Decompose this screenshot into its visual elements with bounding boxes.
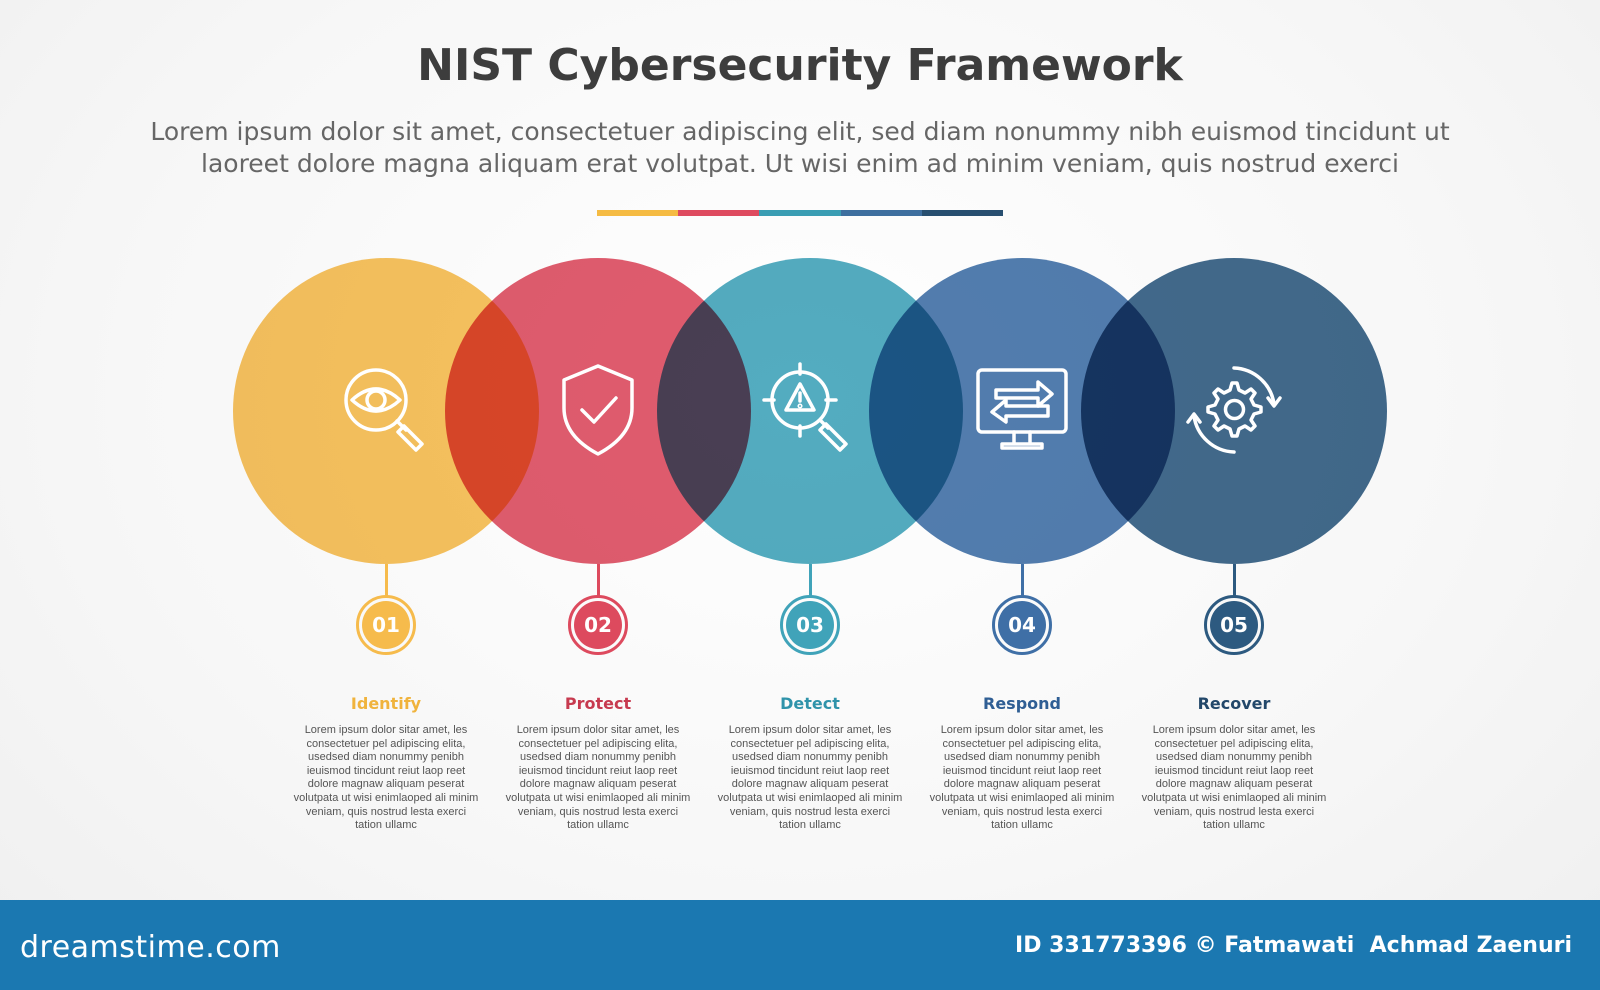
- step-description: Lorem ipsum dolor sitar amet, les consec…: [293, 724, 479, 832]
- eye-magnifier-icon: [336, 360, 436, 460]
- accent-segment: [759, 210, 841, 216]
- step-connector: [808, 564, 812, 598]
- step-number-badge: 05: [1204, 595, 1264, 655]
- badge-ring: [992, 595, 1052, 655]
- step-description: Lorem ipsum dolor sitar amet, les consec…: [929, 724, 1115, 832]
- step-connector: [384, 564, 388, 598]
- step-circle-recover: [1081, 258, 1387, 564]
- accent-segment: [840, 210, 922, 216]
- accent-segment: [921, 210, 1004, 216]
- subtitle-line-1: Lorem ipsum dolor sit amet, consectetuer…: [150, 117, 1450, 146]
- step-connector: [1232, 564, 1236, 598]
- step-number-badge: 02: [568, 595, 628, 655]
- step-number: 02: [574, 601, 622, 649]
- page-subtitle: Lorem ipsum dolor sit amet, consectetuer…: [100, 116, 1500, 180]
- shield-check-icon: [548, 360, 648, 460]
- step-number: 04: [998, 601, 1046, 649]
- page-title: NIST Cybersecurity Framework: [417, 40, 1183, 91]
- footer-brand: dreamstime.com: [20, 930, 281, 965]
- step-connector: [1020, 564, 1024, 598]
- step-label: Identify: [350, 694, 422, 713]
- subtitle-line-2: laoreet dolore magna aliquam erat volutp…: [201, 149, 1399, 178]
- alert-search-icon: [760, 360, 860, 460]
- step-number: 05: [1210, 601, 1258, 649]
- step-number-badge: 04: [992, 595, 1052, 655]
- step-label: Detect: [780, 694, 840, 713]
- step-label: Recover: [1197, 694, 1271, 713]
- step-description: Lorem ipsum dolor sitar amet, les consec…: [1141, 724, 1327, 832]
- accent-segment: [597, 210, 679, 216]
- footer-bar: dreamstime.com ID 331773396 © Fatmawati …: [0, 900, 1600, 990]
- step-label: Protect: [564, 694, 632, 713]
- accent-segment: [678, 210, 760, 216]
- step-label: Respond: [983, 694, 1061, 713]
- badge-ring: [780, 595, 840, 655]
- step-description: Lorem ipsum dolor sitar amet, les consec…: [717, 724, 903, 832]
- badge-ring: [1204, 595, 1264, 655]
- step-number-badge: 01: [356, 595, 416, 655]
- accent-divider: [597, 210, 1004, 216]
- step-number: 03: [786, 601, 834, 649]
- step-number-badge: 03: [780, 595, 840, 655]
- step-number: 01: [362, 601, 410, 649]
- badge-ring: [568, 595, 628, 655]
- footer-credit: ID 331773396 © Fatmawati Achmad Zaenuri: [1015, 933, 1572, 958]
- monitor-transfer-icon: [972, 360, 1072, 460]
- gear-cycle-icon: [1184, 360, 1284, 460]
- step-connector: [596, 564, 600, 598]
- badge-ring: [356, 595, 416, 655]
- step-description: Lorem ipsum dolor sitar amet, les consec…: [505, 724, 691, 832]
